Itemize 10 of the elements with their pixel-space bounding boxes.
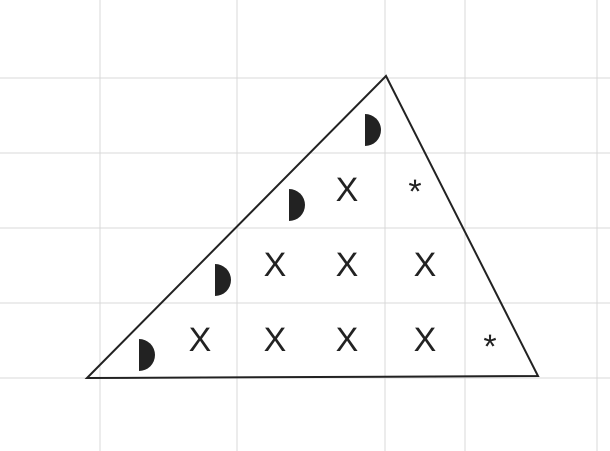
mark-label: X [414, 323, 436, 357]
mark-label: X [264, 248, 286, 282]
mark-label: X [336, 248, 358, 282]
mark-label: X [264, 323, 286, 357]
mark-label: * [408, 175, 422, 209]
mark-label: X [188, 323, 212, 357]
mark-label: * [483, 330, 497, 364]
mark-label: X [336, 173, 358, 207]
mark-label: X [414, 248, 436, 282]
mark-label: X [336, 323, 358, 357]
